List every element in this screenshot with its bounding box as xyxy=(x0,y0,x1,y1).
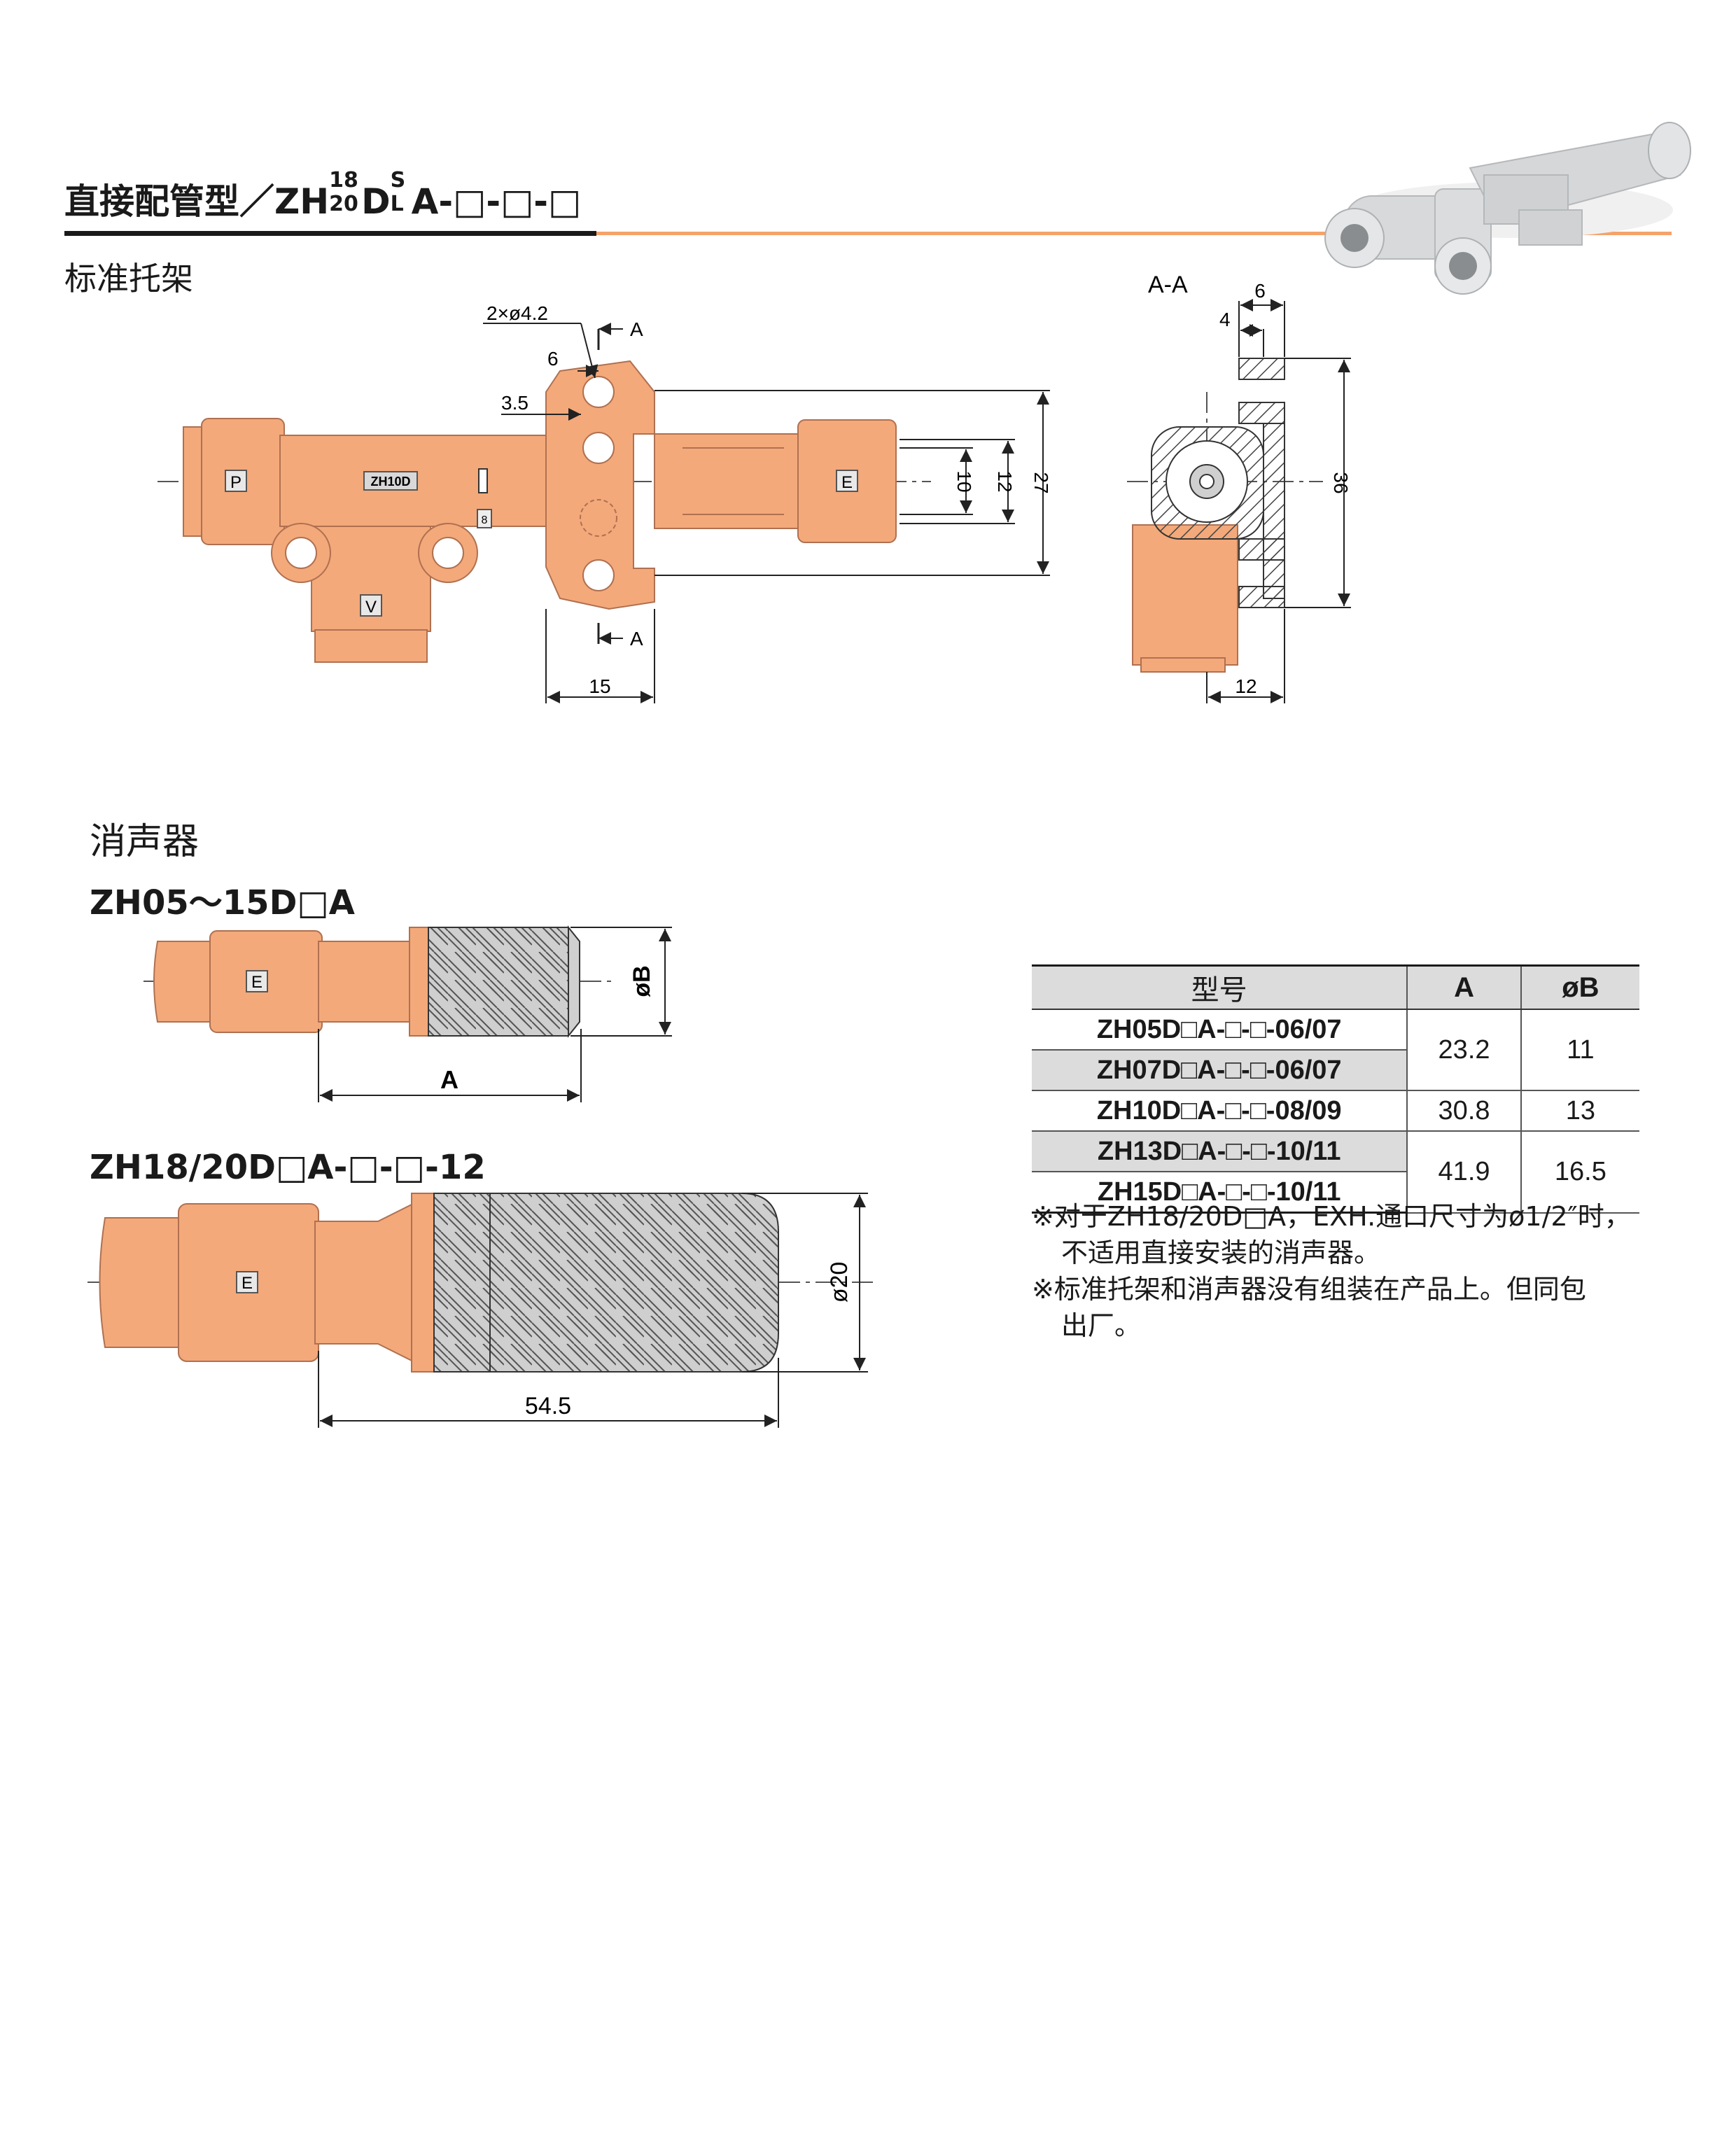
note-2-line-1: ※标准托架和消声器没有组装在产品上。但同包 xyxy=(1032,1274,1586,1305)
section-dim-4-label: 4 xyxy=(1219,309,1231,330)
silencer-spec-table: 型号 A øB ZH05D□A-□-□-06/07 23.2 11 ZH07D□… xyxy=(1032,964,1639,1214)
title-mid: D xyxy=(361,181,391,222)
note-2-line-2: 出厂。 xyxy=(1061,1310,1142,1341)
bracket-assembly-drawing: P V E ZH10D 8 2×ø4.2 A A 6 3.5 15 10 xyxy=(158,302,1052,703)
header-model: 型号 xyxy=(1032,964,1408,1010)
port-e-label: E xyxy=(841,473,853,492)
dim-3-5-label: 3.5 xyxy=(501,392,528,414)
small-dim-a-label: A xyxy=(440,1065,458,1094)
silencer-heading: 消声器 xyxy=(90,821,200,863)
model-cell: ZH10D□A-□-□-08/09 xyxy=(1032,1090,1408,1132)
dim-15-label: 15 xyxy=(589,675,610,697)
small-port-e-label: E xyxy=(251,973,262,992)
dim-6-label: 6 xyxy=(547,348,559,370)
large-dim-length-label: 54.5 xyxy=(525,1393,571,1419)
section-dim-6-label: 6 xyxy=(1254,280,1266,302)
header-a: A xyxy=(1406,964,1521,1010)
large-dim-diameter-label: ø20 xyxy=(826,1262,853,1303)
body-marking: ZH10D xyxy=(370,475,410,489)
large-port-e-label: E xyxy=(241,1274,253,1293)
dim-12-label: 12 xyxy=(994,470,1016,492)
section-arrow-top-label: A xyxy=(630,318,643,340)
table-row: ZH15D□A-□-□-10/11 xyxy=(1032,1172,1639,1214)
table-row: ZH05D□A-□-□-06/07 23.2 11 xyxy=(1032,1009,1639,1091)
title-variant-top: S xyxy=(390,168,406,192)
model-cell: ZH13D□A-□-□-10/11 xyxy=(1032,1131,1408,1172)
table-row: ZH07D□A-□-□-06/07 xyxy=(1032,1050,1639,1091)
model-cell: ZH07D□A-□-□-06/07 xyxy=(1032,1050,1408,1091)
bracket-heading: 标准托架 xyxy=(64,260,193,297)
a-cell: 23.2 xyxy=(1406,1009,1521,1091)
title-variant-bottom: L xyxy=(390,192,404,216)
table-row: ZH13D□A-□-□-10/11 41.9 16.5 xyxy=(1032,1131,1639,1214)
b-cell: 13 xyxy=(1520,1090,1639,1132)
hole-callout: 2×ø4.2 xyxy=(486,302,548,324)
model-large-heading: ZH18/20D□A-□-□-12 xyxy=(90,1148,486,1187)
dim-10-label: 10 xyxy=(953,470,975,492)
indicator-mark: 8 xyxy=(482,514,488,526)
model-small-heading: ZH05～15D□A xyxy=(90,883,355,922)
table-row: ZH10D□A-□-□-08/09 30.8 13 xyxy=(1032,1090,1639,1132)
note-1-line-2: 不适用直接安装的消声器。 xyxy=(1061,1237,1381,1268)
section-arrow-bottom-label: A xyxy=(630,628,643,650)
section-dim-36-label: 36 xyxy=(1330,472,1352,493)
section-a-a-drawing: A-A 6 4 36 12 xyxy=(1127,272,1352,703)
small-dim-b-label: øB xyxy=(629,965,655,997)
section-dim-12-label: 12 xyxy=(1235,675,1256,697)
a-cell: 41.9 xyxy=(1406,1131,1521,1214)
dim-27-label: 27 xyxy=(1030,472,1052,493)
silencer-large-drawing: E 54.5 ø20 xyxy=(88,1193,875,1428)
note-1-line-1: ※对于ZH18/20D□A，EXH.通口尺寸为ø1/2″时， xyxy=(1032,1201,1631,1232)
model-cell: ZH15D□A-□-□-10/11 xyxy=(1032,1172,1408,1214)
title-suffix: A-□-□-□ xyxy=(411,181,582,222)
title-rule-dark xyxy=(64,231,596,236)
port-p-label: P xyxy=(230,473,241,492)
title-prefix: 直接配管型／ZH xyxy=(64,181,330,222)
title-size-top: 18 xyxy=(329,168,358,192)
a-cell: 30.8 xyxy=(1406,1090,1521,1132)
indicator-window xyxy=(478,468,488,493)
section-label: A-A xyxy=(1148,272,1188,298)
silencer-small-drawing: E A øB xyxy=(144,925,672,1102)
title-size-bottom: 20 xyxy=(329,192,358,216)
model-cell: ZH05D□A-□-□-06/07 xyxy=(1032,1009,1408,1051)
b-cell: 16.5 xyxy=(1520,1131,1639,1214)
header-b: øB xyxy=(1520,964,1639,1010)
product-render xyxy=(1324,122,1691,295)
port-v-label: V xyxy=(365,598,377,617)
port-p-label-box xyxy=(225,470,247,492)
notes-block: ※对于ZH18/20D□A，EXH.通口尺寸为ø1/2″时， 不适用直接安装的消… xyxy=(1032,1198,1648,1344)
table-header-row: 型号 A øB xyxy=(1032,964,1639,1010)
title-rule-orange xyxy=(596,232,1672,235)
b-cell: 11 xyxy=(1520,1009,1639,1091)
